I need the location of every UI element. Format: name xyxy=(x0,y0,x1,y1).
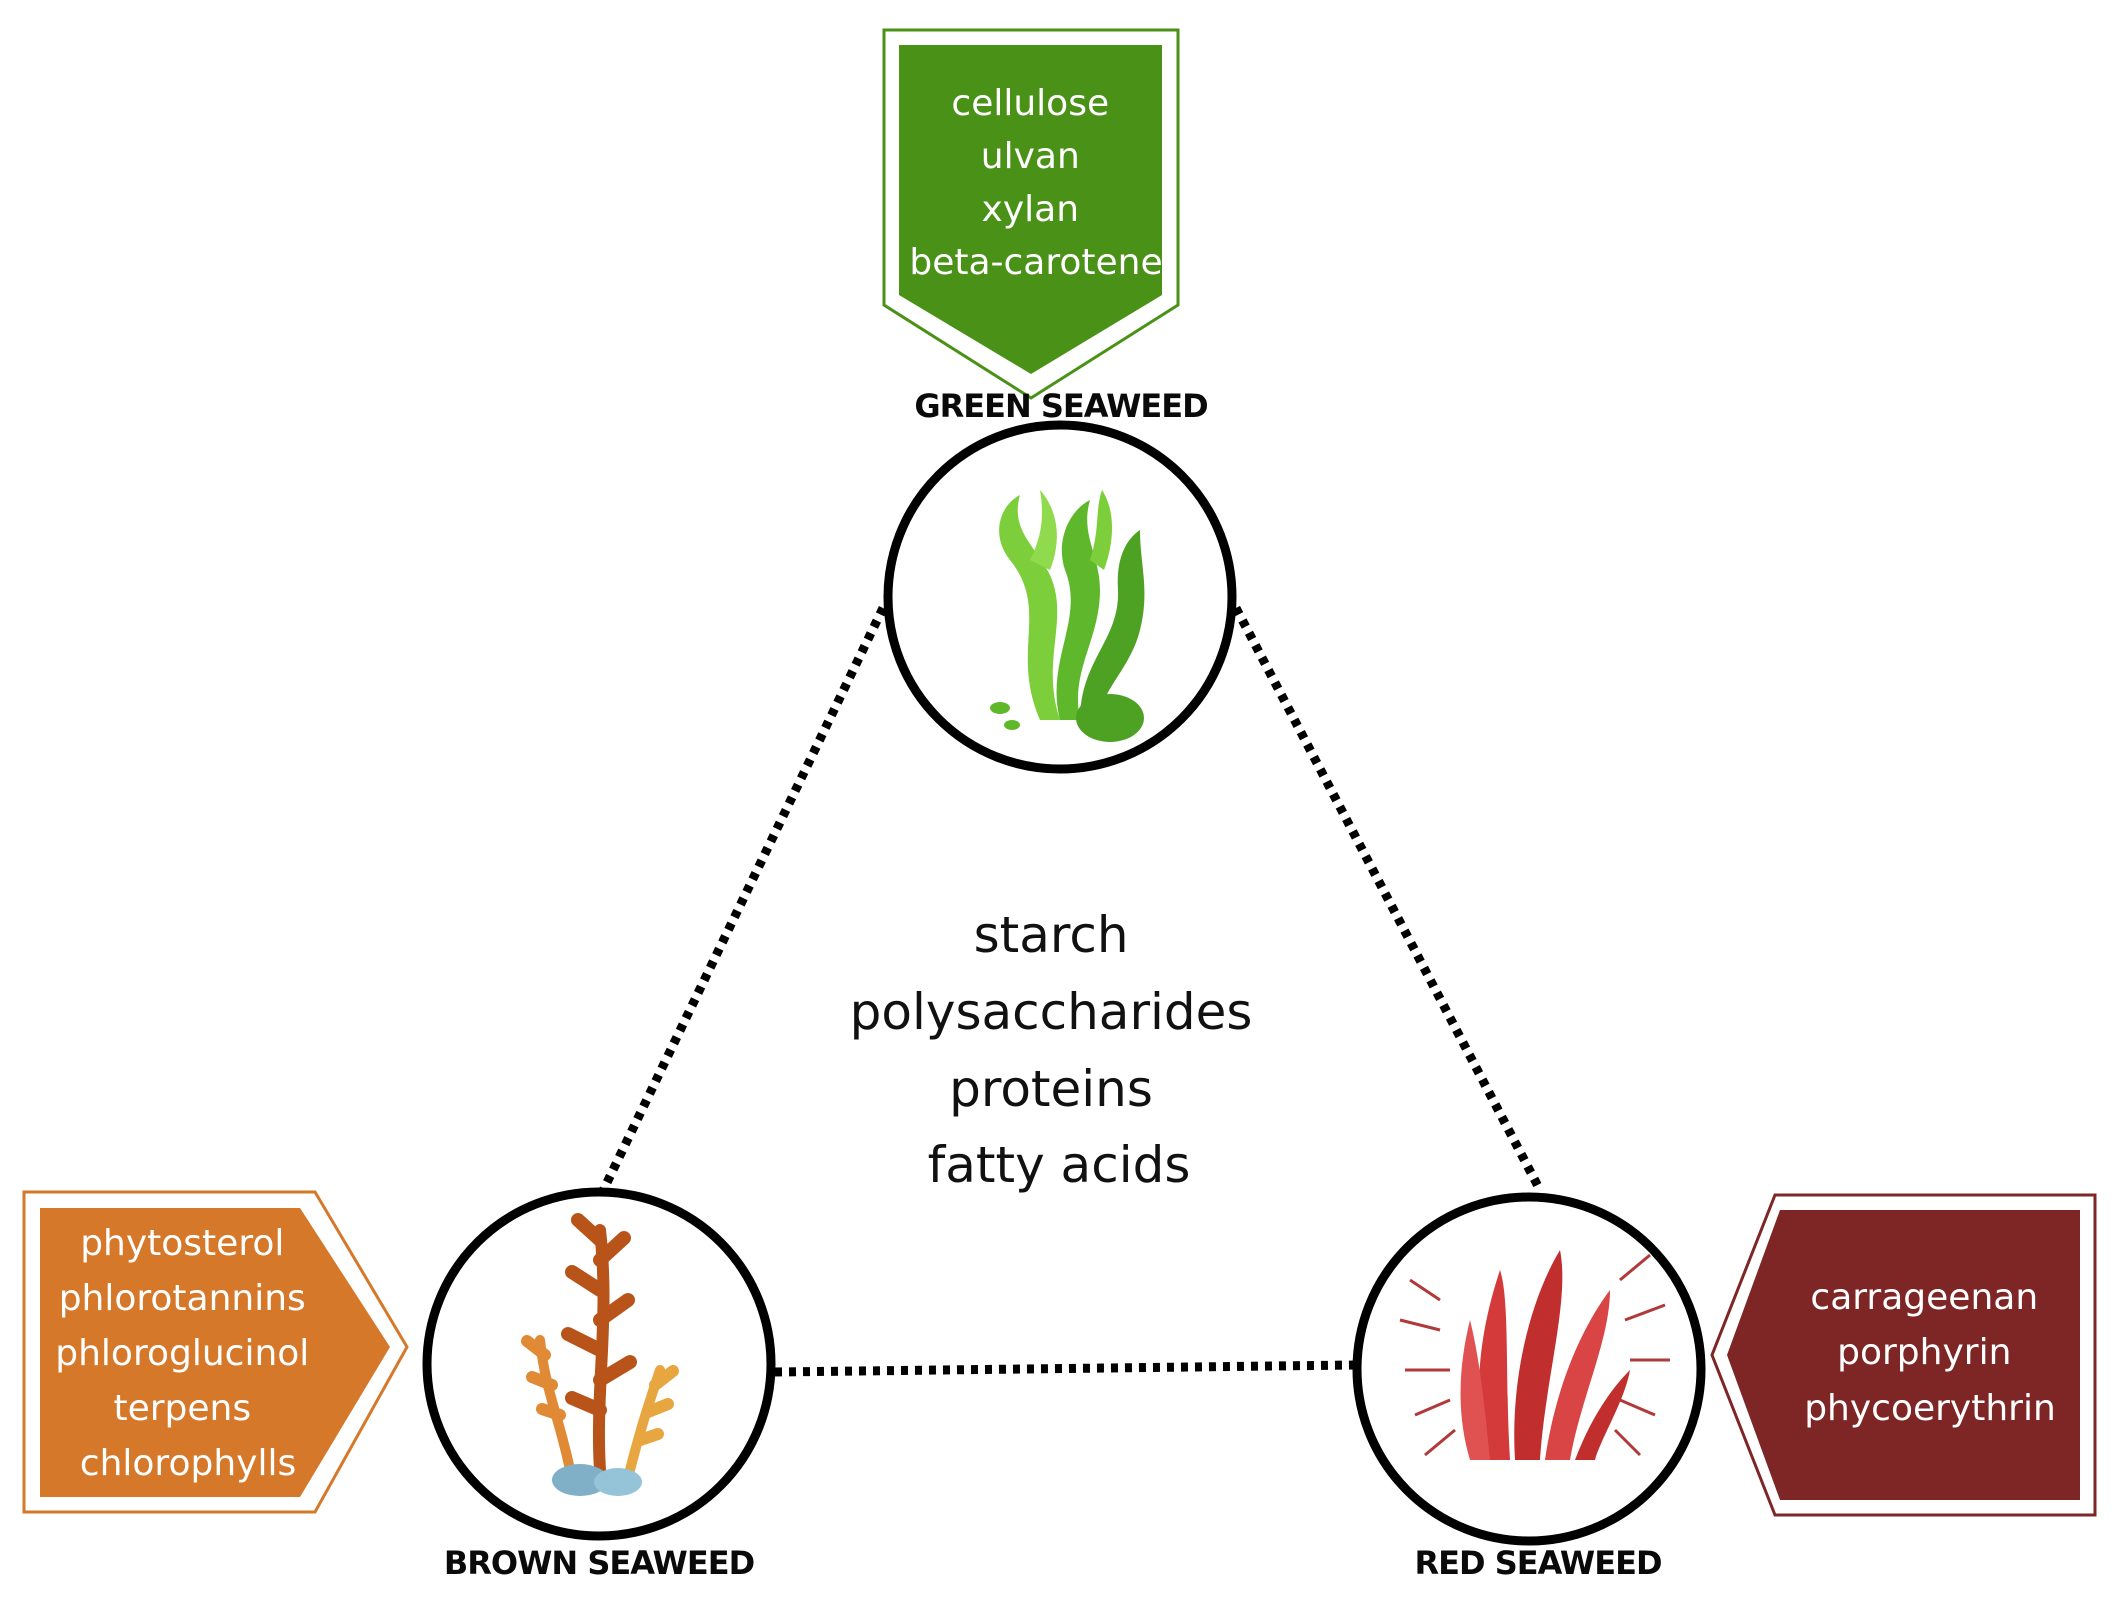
brown-item: phytosterol xyxy=(80,1223,284,1264)
red-seaweed-icon xyxy=(1399,1250,1670,1460)
red-seaweed-label: RED SEAWEED xyxy=(1414,1544,1661,1582)
red-item: phycoerythrin xyxy=(1804,1388,2056,1429)
red-item: carrageenan xyxy=(1810,1277,2038,1318)
green-item: cellulose xyxy=(951,83,1109,124)
shared-item: starch xyxy=(974,906,1129,964)
svg-text:carrageenan porphyrin: carrageenan porphyrin phycoerythrin xyxy=(1804,1277,2056,1429)
green-circle xyxy=(883,420,1237,774)
shared-item: polysaccharides xyxy=(850,983,1253,1041)
red-badge: carrageenan porphyrin phycoerythrin xyxy=(1710,1193,2097,1517)
connector-green-brown xyxy=(596,606,888,1197)
shared-compounds: starch polysaccharides proteins fatty ac… xyxy=(850,906,1269,1194)
brown-seaweed-label: BROWN SEAWEED xyxy=(444,1544,754,1582)
svg-text:cellulose ulvan xy: cellulose ulvan xylan beta-carotene xyxy=(909,83,1162,283)
connector-brown-red xyxy=(774,1360,1357,1377)
green-item: xylan xyxy=(982,189,1080,230)
green-badge: cellulose ulvan xylan beta-carotene xyxy=(882,28,1180,400)
brown-seaweed-icon xyxy=(521,1213,679,1496)
brown-item: chlorophylls xyxy=(80,1443,296,1484)
green-item: ulvan xyxy=(981,136,1080,177)
green-item: beta-carotene xyxy=(909,242,1162,283)
brown-item: phloroglucinol xyxy=(55,1333,309,1374)
green-seaweed-label: GREEN SEAWEED xyxy=(914,387,1207,425)
svg-text:phytosterol phlorotannin: phytosterol phlorotannins phloroglucinol… xyxy=(55,1223,321,1484)
red-item: porphyrin xyxy=(1837,1332,2011,1373)
green-seaweed-icon xyxy=(990,490,1145,742)
brown-item: terpens xyxy=(113,1388,251,1429)
shared-item: fatty acids xyxy=(928,1136,1191,1194)
brown-item: phlorotannins xyxy=(59,1278,306,1319)
brown-badge: phytosterol phlorotannins phloroglucinol… xyxy=(22,1190,409,1514)
shared-item: proteins xyxy=(949,1060,1153,1118)
connector-green-red xyxy=(1232,605,1544,1193)
